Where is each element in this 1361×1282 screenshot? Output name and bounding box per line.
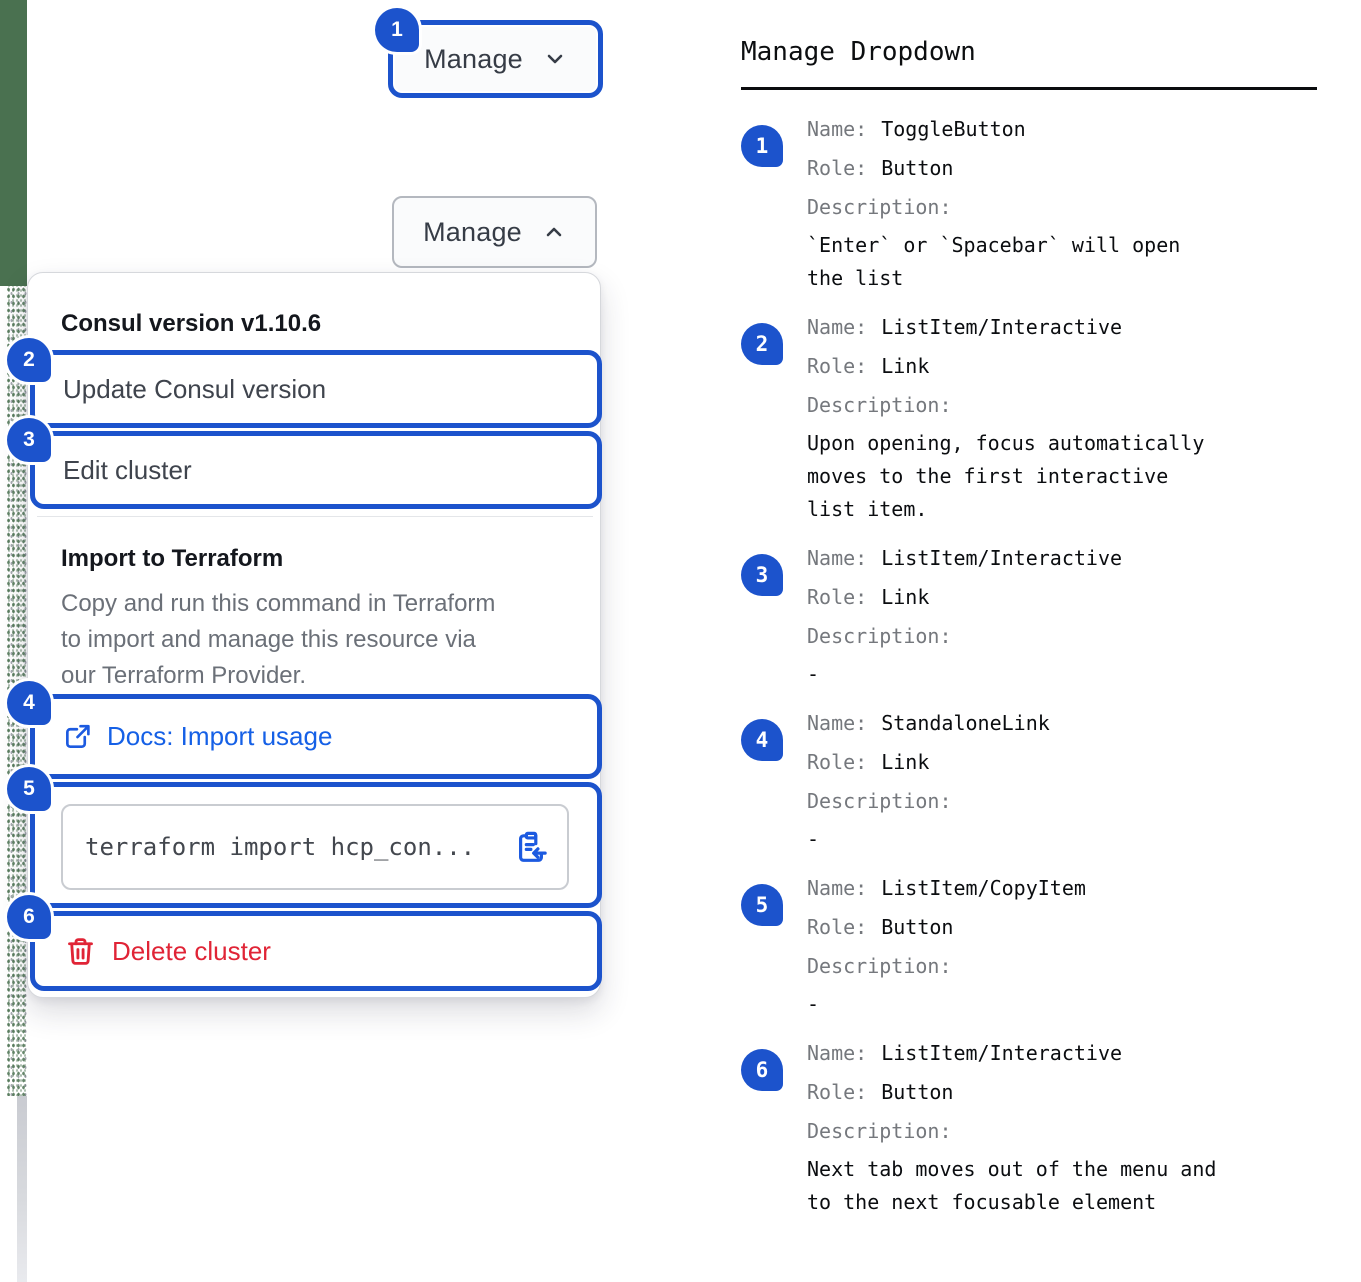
spec-role-line: Role:Button (807, 915, 954, 939)
spec-item-5: 5 Name:ListItem/CopyItem Role:Button Des… (741, 869, 1341, 1021)
chevron-down-icon (547, 54, 563, 64)
spec-name-line: Name:ListItem/CopyItem (807, 876, 1086, 900)
spec-badge-5: 5 (741, 884, 783, 926)
spec-description-text: - (807, 662, 820, 686)
menu-item-copy-command[interactable]: terraform import hcp_con... (30, 782, 602, 908)
menu-item-label: Edit cluster (63, 454, 192, 485)
spec-name-line: Name:ListItem/Interactive (807, 315, 1123, 339)
docs-link-label: Docs: Import usage (107, 721, 333, 751)
menu-item-edit-cluster[interactable]: Edit cluster (30, 431, 602, 509)
spec-description-label: Description: (807, 789, 952, 813)
spec-description-label: Description: (807, 954, 952, 978)
menu-divider (37, 516, 593, 517)
spec-item-2: 2 Name:ListItem/Interactive Role:Link De… (741, 308, 1341, 526)
terraform-command-text: terraform import hcp_con... (85, 833, 476, 861)
spec-item-1: 1 Name:ToggleButton Role:Button Descript… (741, 110, 1341, 295)
spec-description-text: - (807, 992, 820, 1016)
import-section-title: Import to Terraform (61, 545, 284, 572)
spec-item-3: 3 Name:ListItem/Interactive Role:Link De… (741, 539, 1341, 691)
menu-item-update-consul-version[interactable]: Update Consul version (30, 350, 602, 428)
spec-role-line: Role:Button (807, 1080, 954, 1104)
spec-description-label: Description: (807, 624, 952, 648)
import-section-description: Copy and run this command in Terraform t… (61, 590, 496, 689)
spec-name-line: Name:ListItem/Interactive (807, 1041, 1123, 1065)
external-link-icon (66, 724, 90, 748)
spec-role-line: Role:Link (807, 354, 930, 378)
spec-role-line: Role:Link (807, 585, 930, 609)
annotation-badge-4: 4 (7, 681, 51, 725)
spec-description-label: Description: (807, 393, 952, 417)
annotation-badge-3: 3 (7, 418, 51, 462)
consul-version-header: Consul version v1.10.6 (61, 310, 322, 337)
trash-icon (68, 937, 93, 965)
manage-toggle-button[interactable]: Manage (388, 20, 603, 98)
annotation-badge-2: 2 (7, 338, 51, 382)
manage-open-label: Manage (423, 216, 522, 247)
spec-item-4: 4 Name:StandaloneLink Role:Link Descript… (741, 704, 1341, 856)
menu-item-docs-import-usage[interactable]: Docs: Import usage (30, 694, 602, 779)
menu-item-delete-cluster[interactable]: Delete cluster (30, 911, 602, 991)
spec-badge-2: 2 (741, 323, 783, 365)
spec-name-line: Name:StandaloneLink (807, 711, 1050, 735)
manage-open-button[interactable]: Manage (392, 196, 597, 268)
manage-toggle-label: Manage (424, 43, 523, 74)
spec-badge-1: 1 (741, 125, 783, 167)
delete-cluster-label: Delete cluster (112, 935, 271, 966)
spec-name-line: Name:ToggleButton (807, 117, 1026, 141)
spec-description-text: `Enter` or `Spacebar` will open the list (807, 233, 1181, 290)
spec-title: Manage Dropdown (741, 37, 976, 67)
spec-description-label: Description: (807, 195, 952, 219)
spec-item-list: 1 Name:ToggleButton Role:Button Descript… (741, 110, 1341, 1219)
spec-description-text: - (807, 827, 820, 851)
annotation-badge-6: 6 (7, 895, 51, 939)
spec-role-line: Role:Button (807, 156, 954, 180)
spec-name-line: Name:ListItem/Interactive (807, 546, 1123, 570)
spec-role-line: Role:Link (807, 750, 930, 774)
spec-badge-6: 6 (741, 1049, 783, 1091)
annotation-badge-5: 5 (7, 767, 51, 811)
chevron-up-icon (546, 227, 562, 237)
menu-item-label: Update Consul version (63, 373, 327, 404)
spec-title-underline (741, 87, 1317, 90)
page-edge-strip-gray (17, 1096, 27, 1282)
spec-description-text: Next tab moves out of the menu and to th… (807, 1157, 1217, 1214)
manage-dropdown-menu: Consul version v1.10.6 Update Consul ver… (27, 272, 602, 998)
spec-description-label: Description: (807, 1119, 952, 1143)
clipboard-copy-icon[interactable] (515, 831, 547, 863)
annotation-badge-1: 1 (375, 8, 419, 52)
spec-badge-4: 4 (741, 719, 783, 761)
spec-description-text: Upon opening, focus automatically moves … (807, 431, 1205, 521)
spec-item-6: 6 Name:ListItem/Interactive Role:Button … (741, 1034, 1341, 1219)
page-edge-strip-green (0, 0, 27, 286)
spec-panel: Manage Dropdown 1 Name:ToggleButton Role… (741, 32, 1341, 1232)
spec-badge-3: 3 (741, 554, 783, 596)
terraform-command-copy-field[interactable]: terraform import hcp_con... (61, 804, 569, 890)
